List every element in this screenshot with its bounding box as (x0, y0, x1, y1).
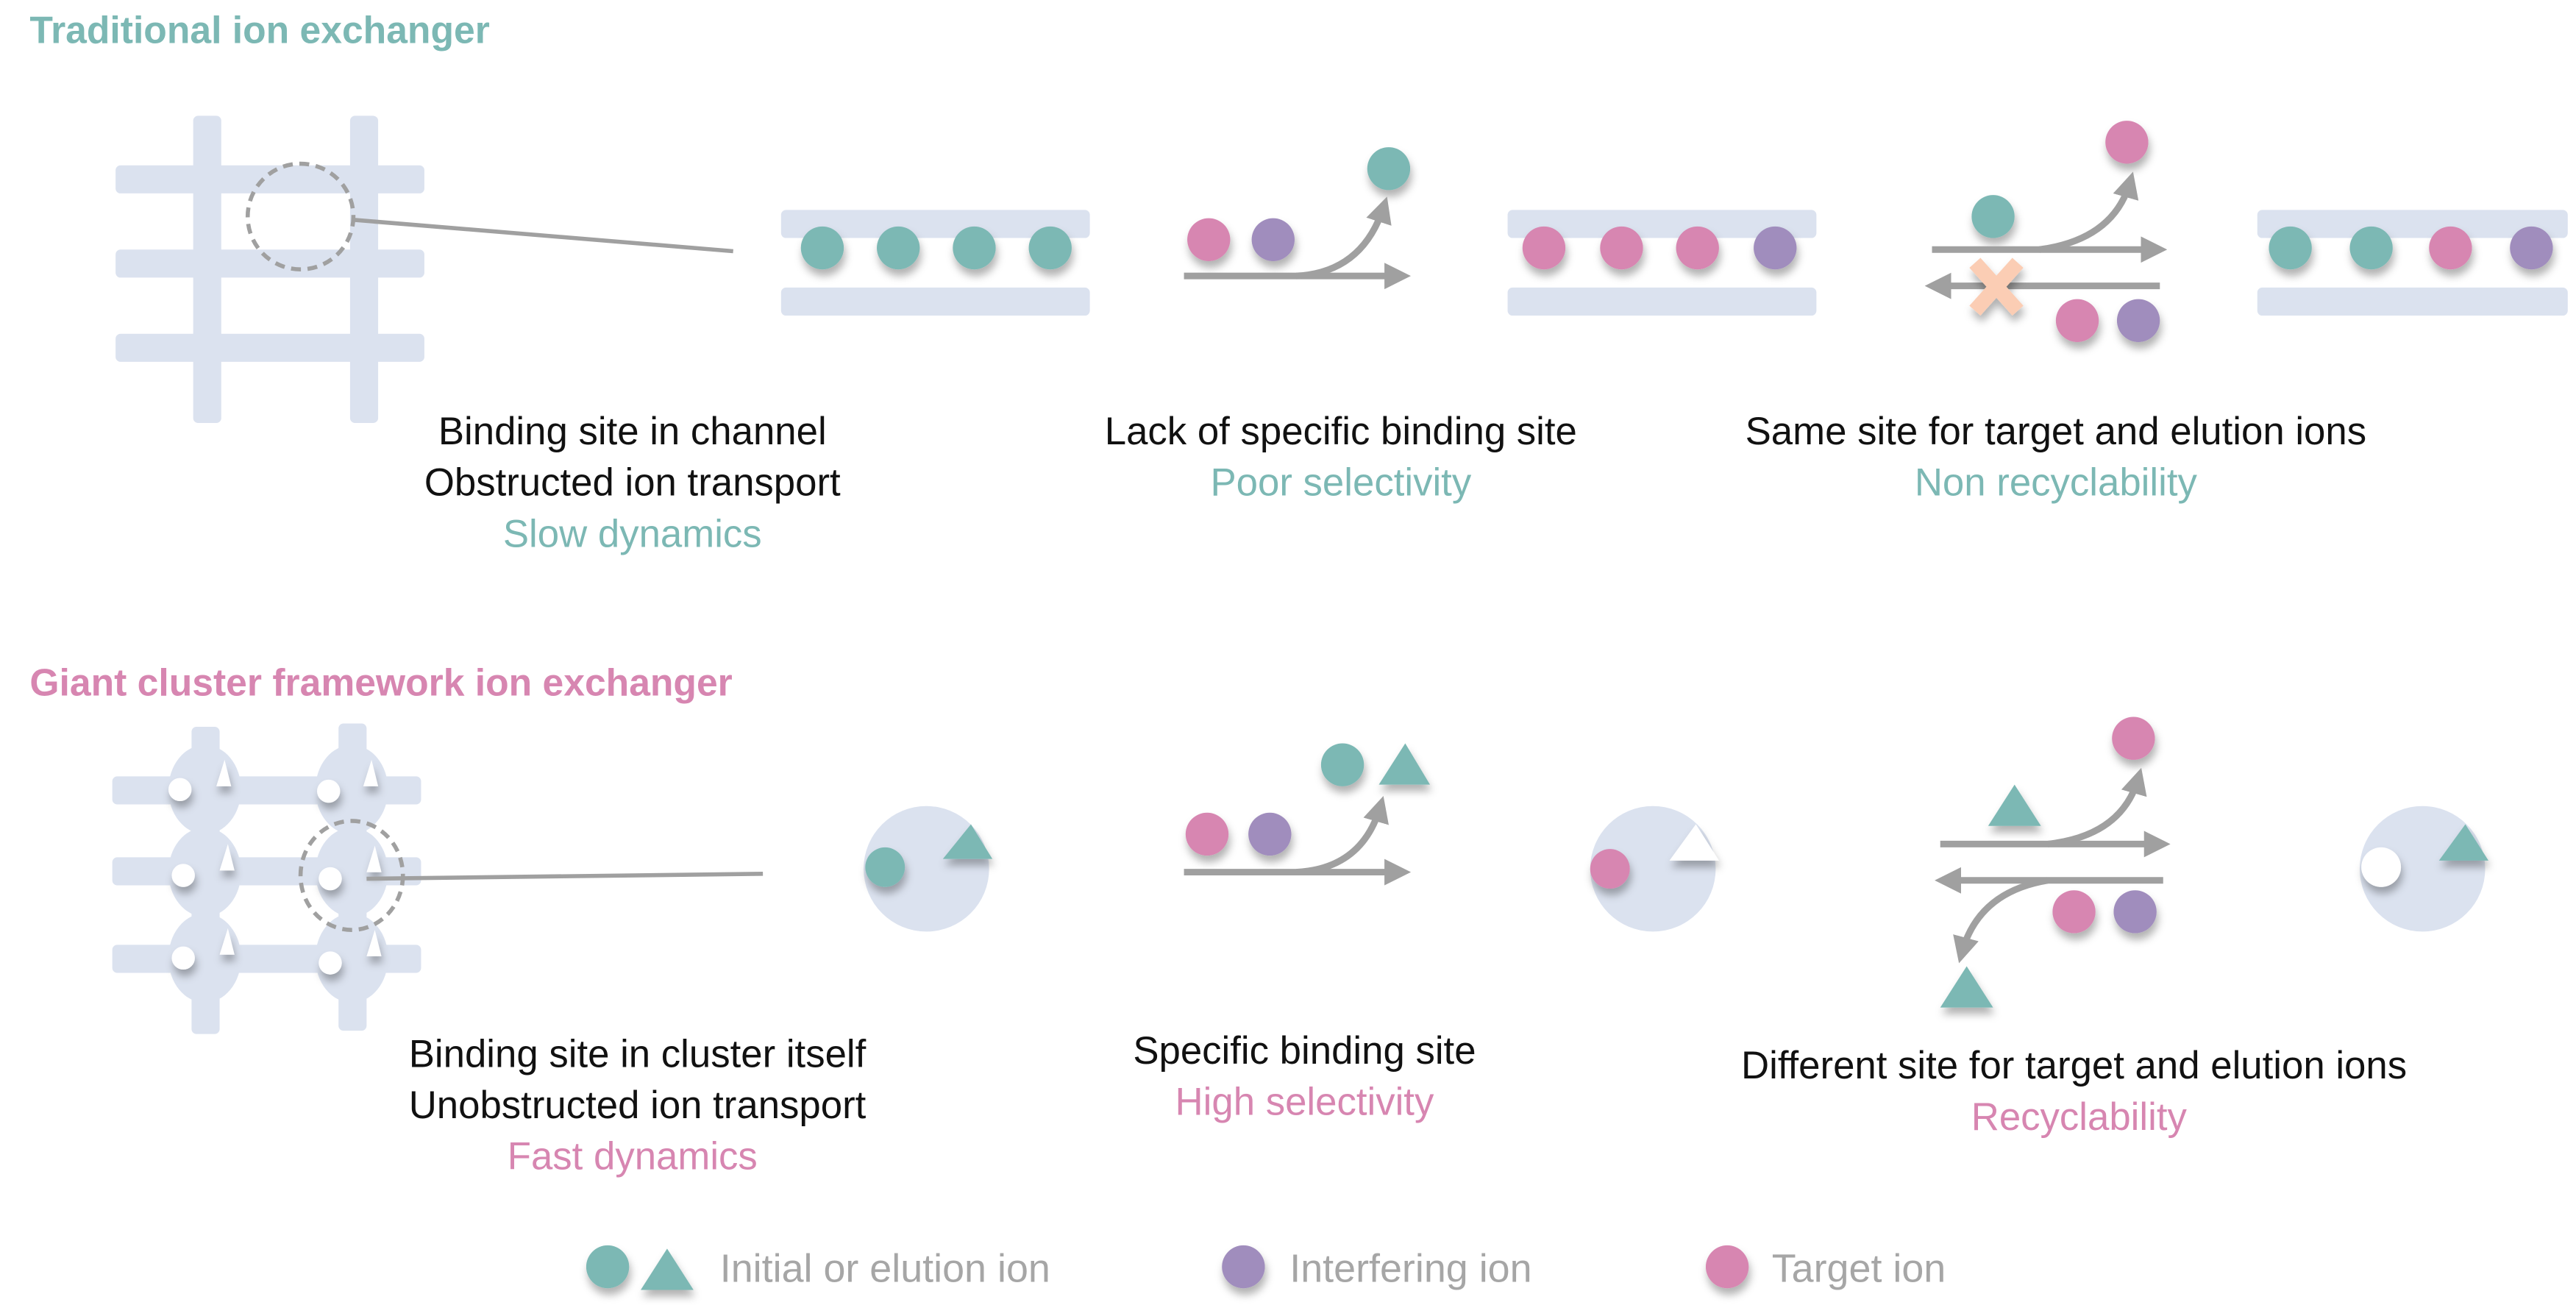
channel-initial-ions (780, 210, 1090, 316)
recyclable-arrows (1935, 716, 2171, 1008)
zoom-line (353, 218, 733, 254)
legend-initial-label: Initial or elution ion (720, 1246, 1050, 1290)
result-label: Non recyclability (1915, 461, 2198, 505)
caption: Lack of specific binding site (1105, 410, 1577, 453)
channel-mixed-ions (1507, 210, 1817, 316)
high-selectivity-arrows (1184, 743, 1431, 886)
legend-interfering-label: Interfering ion (1289, 1246, 1531, 1290)
result-label: Fast dynamics (508, 1135, 758, 1178)
caption: Specific binding site (1133, 1029, 1476, 1073)
zoom-line (366, 872, 764, 881)
channel-after-elution (2257, 210, 2568, 316)
cluster-regenerated (2359, 806, 2489, 932)
cluster-initial (864, 806, 993, 932)
interfering-ion-icon (1222, 1245, 1265, 1289)
giant-title: Giant cluster framework ion exchanger (29, 661, 732, 703)
cluster-target-bound (1590, 806, 1719, 932)
blocked-x-icon (1969, 257, 2024, 316)
caption: Different site for target and elution io… (1741, 1044, 2407, 1087)
legend: Initial or elution ion Interfering ion T… (586, 1245, 1946, 1290)
result-label: Slow dynamics (503, 512, 762, 555)
caption: Unobstructed ion transport (409, 1084, 867, 1127)
non-recyclable-arrows (1924, 121, 2168, 342)
zoom-circle (245, 161, 356, 271)
poor-selectivity-arrows (1184, 147, 1412, 290)
caption: Binding site in channel (438, 410, 827, 453)
legend-target-label: Target ion (1772, 1246, 1946, 1290)
target-ion-icon (1705, 1245, 1749, 1289)
zoom-circle (298, 819, 405, 932)
initial-ion-circle-icon (586, 1245, 630, 1289)
traditional-framework-grid (115, 115, 733, 423)
cluster-framework-grid (112, 723, 764, 1034)
caption: Binding site in cluster itself (409, 1032, 867, 1075)
result-label: Poor selectivity (1210, 461, 1471, 505)
result-label: Recyclability (1971, 1095, 2188, 1139)
result-label: High selectivity (1175, 1081, 1434, 1124)
caption: Obstructed ion transport (424, 461, 841, 505)
caption: Same site for target and elution ions (1746, 410, 2367, 453)
initial-ion-triangle-icon (641, 1248, 694, 1290)
traditional-title: Traditional ion exchanger (29, 9, 489, 51)
